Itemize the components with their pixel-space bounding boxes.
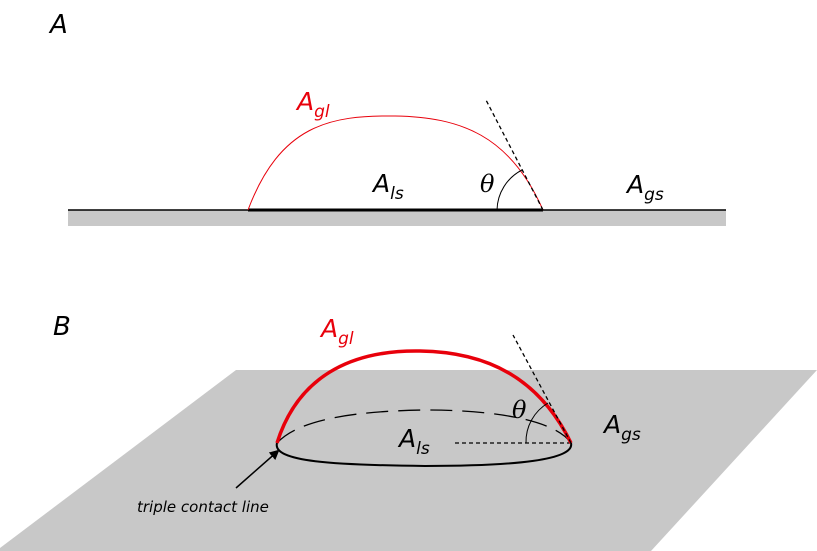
panel-b-gas-liquid-interface [275, 349, 573, 444]
panel-a-liquid-solid-label: Als [371, 169, 404, 204]
panel-b-contact-angle-arc [525, 402, 549, 444]
panel-b-liquid-solid-label: Als [397, 424, 430, 459]
panel-b-gas-solid-label: Ags [602, 410, 641, 445]
panel-b-contact-line-back [276, 409, 572, 444]
panel-b-contact-line-label: triple contact line [137, 498, 269, 516]
panel-b-label: B [53, 312, 71, 342]
panel-a-gas-liquid-label: Agl [295, 87, 330, 122]
panel-a-angle-label: θ [480, 170, 495, 198]
panel-a-contact-angle-arc [496, 169, 523, 211]
panel-a-gas-liquid-interface [247, 115, 544, 211]
panel-a: A Agl Als Ags θ [48, 10, 726, 226]
panel-b-gas-liquid-label: Agl [319, 314, 354, 349]
panel-b-contact-line-arrow [235, 449, 280, 489]
panel-b-contact-line-front [275, 442, 573, 468]
panel-a-label: A [48, 10, 68, 40]
panel-b-angle-label: θ [512, 396, 527, 424]
panel-b-substrate-plane [0, 370, 817, 551]
panel-a-gas-solid-label: Ags [625, 170, 664, 205]
panel-a-substrate [68, 210, 726, 226]
panel-b: B Agl Als Ags θ triple contact line [0, 312, 817, 551]
